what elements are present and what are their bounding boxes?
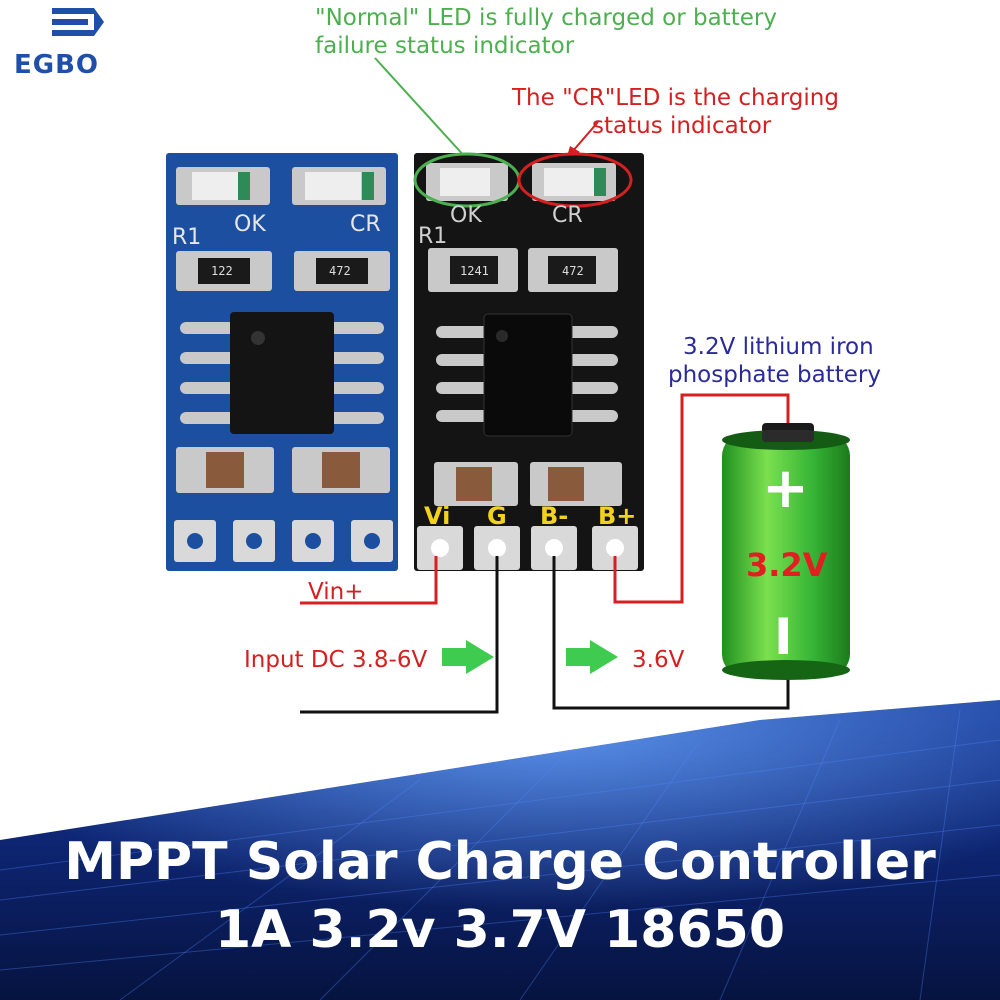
normal-led-annotation-line1: "Normal" LED is fully charged or battery (315, 5, 777, 31)
blue-led-ok-label: OK (234, 212, 266, 237)
battery-minus-symbol: I (774, 608, 793, 666)
pin-label-g: G (487, 502, 507, 530)
input-voltage-label: Input DC 3.8-6V (244, 647, 428, 673)
battery-illustration (722, 423, 850, 680)
cr-led-annotation-line1: The "CR"LED is the charging (512, 85, 839, 111)
cr-led-annotation-line2: status indicator (592, 113, 772, 139)
output-voltage-label: 3.6V (632, 647, 685, 673)
pin-label-vi: Vi (424, 502, 451, 530)
battery-annotation-line2: phosphate battery (668, 362, 881, 388)
pin-label-b-minus: B- (540, 502, 569, 530)
blue-pcb-board (166, 153, 398, 571)
pin-label-b-plus: B+ (598, 502, 637, 530)
blue-resistor1-code: 122 (211, 264, 233, 278)
battery-plus-symbol: + (762, 456, 809, 521)
tech-background-banner (0, 700, 1000, 1000)
black-led-cr-label: CR (552, 203, 583, 228)
blue-resistor2-code: 472 (329, 264, 351, 278)
black-resistor2-code: 472 (562, 264, 584, 278)
logo-mark-icon (52, 8, 104, 36)
circuit-illustration (166, 57, 850, 714)
battery-annotation-line1: 3.2V lithium iron (683, 334, 874, 360)
black-r1-label: R1 (418, 224, 448, 249)
input-arrow-icon (442, 640, 494, 674)
black-pcb-board (413, 152, 644, 571)
battery-voltage-label: 3.2V (746, 546, 828, 584)
product-title-line2: 1A 3.2v 3.7V 18650 (214, 900, 786, 960)
black-led-ok-label: OK (450, 203, 482, 228)
vin-label: Vin+ (308, 579, 364, 605)
product-title-line1: MPPT Solar Charge Controller (64, 832, 936, 892)
blue-r1-label: R1 (172, 225, 202, 250)
output-arrow-icon (566, 640, 618, 674)
brand-name: EGBO (14, 50, 100, 80)
brand-logo (12, 6, 142, 78)
black-resistor1-code: 1241 (460, 264, 489, 278)
normal-led-annotation-line2: failure status indicator (315, 33, 575, 59)
blue-led-cr-label: CR (350, 212, 381, 237)
